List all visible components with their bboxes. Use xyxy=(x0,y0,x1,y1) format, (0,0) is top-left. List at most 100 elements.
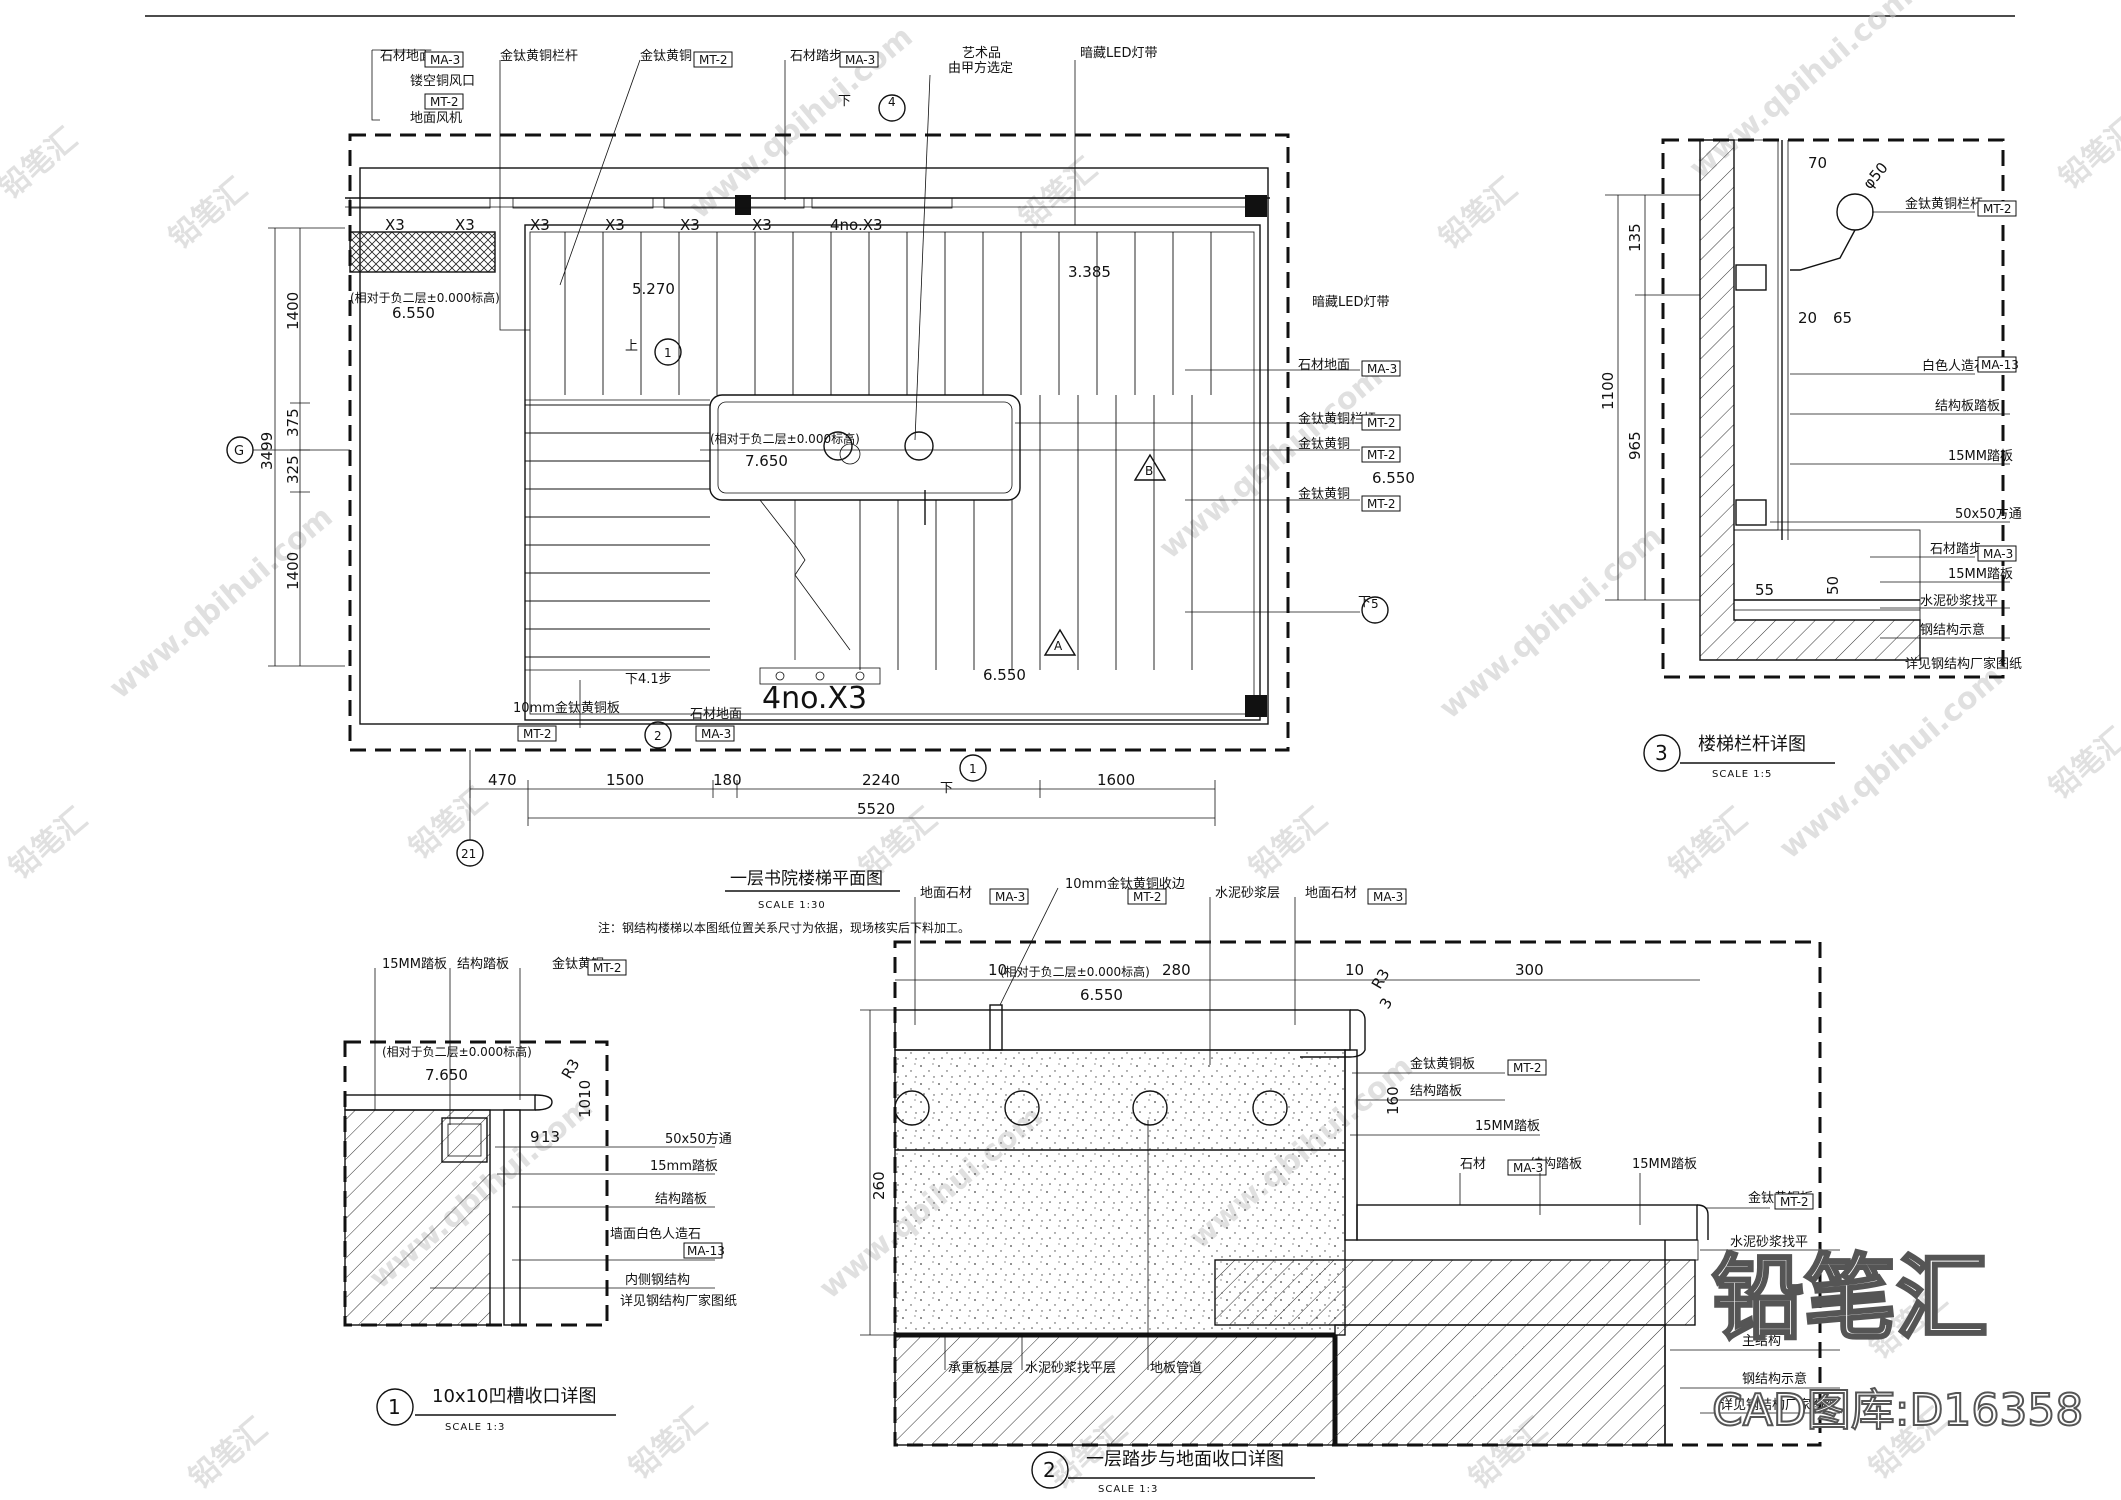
plan-steps xyxy=(525,232,1212,670)
svg-text:铅笔汇: 铅笔汇 xyxy=(183,1411,274,1496)
svg-text:6.550: 6.550 xyxy=(392,304,435,322)
svg-text:结构踏板: 结构踏板 xyxy=(457,957,509,972)
svg-text:铅笔汇: 铅笔汇 xyxy=(1013,151,1104,236)
svg-text:B: B xyxy=(1145,464,1153,478)
svg-text:石材踏步: 石材踏步 xyxy=(790,49,842,64)
svg-text:MA-3: MA-3 xyxy=(845,53,875,67)
svg-text:CAD图库:D16358: CAD图库:D16358 xyxy=(1712,1385,2083,1436)
svg-text:www.qbihui.com: www.qbihui.com xyxy=(1153,359,1390,566)
svg-text:水泥砂浆层: 水泥砂浆层 xyxy=(1215,886,1280,901)
svg-text:MT-2: MT-2 xyxy=(1367,416,1396,430)
svg-text:10: 10 xyxy=(1345,961,1364,979)
svg-text:金钛黄铜: 金钛黄铜 xyxy=(1298,486,1350,502)
svg-text:MT-2: MT-2 xyxy=(699,53,728,67)
svg-text:21: 21 xyxy=(461,847,476,861)
svg-text:石材地面: 石材地面 xyxy=(690,707,742,722)
svg-text:1: 1 xyxy=(969,762,977,776)
svg-text:铅笔汇: 铅笔汇 xyxy=(1433,171,1524,256)
svg-text:7.650: 7.650 xyxy=(745,452,788,470)
svg-text:55: 55 xyxy=(1755,581,1774,599)
svg-text:φ50: φ50 xyxy=(1859,159,1891,193)
svg-text:260: 260 xyxy=(870,1171,888,1200)
svg-text:MA-3: MA-3 xyxy=(430,53,460,67)
detail-1-groove: (相对于负二层±0.000标高) 7.650 R3 1010 9 13 15MM… xyxy=(343,956,737,1433)
svg-text:X3: X3 xyxy=(385,216,405,234)
svg-text:15MM踏板: 15MM踏板 xyxy=(382,957,447,972)
svg-text:www.qbihui.com: www.qbihui.com xyxy=(1433,519,1670,726)
svg-text:地板管道: 地板管道 xyxy=(1150,1361,1202,1376)
svg-text:暗藏LED灯带: 暗藏LED灯带 xyxy=(1080,46,1157,61)
svg-text:1500: 1500 xyxy=(606,771,644,789)
svg-text:280: 280 xyxy=(1162,961,1191,979)
svg-text:1: 1 xyxy=(664,346,672,360)
svg-text:R3: R3 xyxy=(558,1056,584,1082)
svg-text:承重板基层: 承重板基层 xyxy=(948,1360,1013,1376)
svg-text:地面石材: 地面石材 xyxy=(920,886,972,901)
svg-text:详见钢结构厂家图纸: 详见钢结构厂家图纸 xyxy=(1905,656,2022,672)
svg-text:X3: X3 xyxy=(752,216,772,234)
svg-text:G: G xyxy=(234,444,244,459)
svg-text:375: 375 xyxy=(284,408,302,437)
svg-text:MT-2: MT-2 xyxy=(1367,497,1396,511)
svg-text:X3: X3 xyxy=(605,216,625,234)
svg-text:1: 1 xyxy=(388,1395,401,1419)
svg-text:由甲方选定: 由甲方选定 xyxy=(948,60,1013,76)
svg-text:钢结构示意: 钢结构示意 xyxy=(1742,1371,1807,1387)
svg-text:金钛黄铜栏杆: 金钛黄铜栏杆 xyxy=(500,48,578,64)
svg-text:13: 13 xyxy=(541,1128,560,1146)
svg-text:金钛黄铜: 金钛黄铜 xyxy=(1298,436,1350,452)
svg-text:钢结构示意: 钢结构示意 xyxy=(1920,622,1985,638)
svg-text:2: 2 xyxy=(1043,1458,1056,1482)
svg-text:MA-3: MA-3 xyxy=(1983,547,2013,561)
svg-text:金钛黄铜栏杆: 金钛黄铜栏杆 xyxy=(1905,196,1983,212)
svg-text:1400: 1400 xyxy=(284,292,302,330)
svg-text:X3: X3 xyxy=(455,216,475,234)
svg-text:70: 70 xyxy=(1808,154,1827,172)
svg-text:1600: 1600 xyxy=(1097,771,1135,789)
svg-text:20: 20 xyxy=(1798,309,1817,327)
svg-text:6.550: 6.550 xyxy=(1372,469,1415,487)
plan-dimensions: 470 1500 180 2240 1600 5520 1400 375 325… xyxy=(258,227,1216,826)
svg-text:楼梯栏杆详图: 楼梯栏杆详图 xyxy=(1698,734,1806,755)
svg-text:SCALE 1:5: SCALE 1:5 xyxy=(1712,769,1772,780)
svg-text:5.270: 5.270 xyxy=(632,280,675,298)
svg-text:石材地面: 石材地面 xyxy=(1298,358,1350,373)
svg-text:详见钢结构厂家图纸: 详见钢结构厂家图纸 xyxy=(620,1293,737,1309)
svg-text:铅笔汇: 铅笔汇 xyxy=(403,781,494,866)
svg-text:180: 180 xyxy=(713,771,742,789)
svg-text:地面风机: 地面风机 xyxy=(410,111,462,126)
svg-text:2: 2 xyxy=(654,729,662,743)
svg-text:石材踏步: 石材踏步 xyxy=(1930,542,1982,557)
svg-text:5520: 5520 xyxy=(857,800,895,818)
svg-text:地面石材: 地面石材 xyxy=(1305,886,1357,901)
svg-text:10x10凹槽收口详图: 10x10凹槽收口详图 xyxy=(432,1386,596,1407)
svg-text:965: 965 xyxy=(1626,431,1644,460)
svg-text:5: 5 xyxy=(1371,597,1379,611)
stair-well xyxy=(709,394,1021,501)
svg-text:3.385: 3.385 xyxy=(1068,263,1111,281)
svg-text:(相对于负二层±0.000标高): (相对于负二层±0.000标高) xyxy=(710,431,860,446)
svg-text:铅笔汇: 铅笔汇 xyxy=(623,1401,714,1486)
svg-text:135: 135 xyxy=(1626,223,1644,252)
svg-text:(相对于负二层±0.000标高): (相对于负二层±0.000标高) xyxy=(382,1044,532,1059)
svg-text:MT-2: MT-2 xyxy=(593,961,622,975)
detail-3-railing: 135 1100 965 70 φ50 20 65 55 50 金钛黄铜栏杆 白… xyxy=(1599,138,2022,780)
svg-text:6.550: 6.550 xyxy=(1080,986,1123,1004)
svg-text:3: 3 xyxy=(1376,995,1396,1012)
svg-text:1010: 1010 xyxy=(576,1080,594,1118)
svg-text:石材: 石材 xyxy=(1460,1157,1486,1172)
svg-text:水泥砂浆找平: 水泥砂浆找平 xyxy=(1730,1235,1808,1250)
svg-text:铅笔汇: 铅笔汇 xyxy=(163,171,254,256)
svg-text:墙面白色人造石: 墙面白色人造石 xyxy=(610,1226,701,1242)
svg-text:10mm金钛黄铜板: 10mm金钛黄铜板 xyxy=(513,700,620,716)
svg-text:暗藏LED灯带: 暗藏LED灯带 xyxy=(1312,295,1389,310)
svg-text:水泥砂浆找平: 水泥砂浆找平 xyxy=(1920,594,1998,609)
svg-text:50x50方通: 50x50方通 xyxy=(1955,506,2022,522)
plan-annotations: (相对于负二层±0.000标高) 6.550 5.270 3.385 (相对于负… xyxy=(226,46,1415,867)
svg-text:下: 下 xyxy=(838,94,851,109)
svg-text:铅笔汇: 铅笔汇 xyxy=(2043,721,2121,806)
svg-text:MA-13: MA-13 xyxy=(1981,358,2019,372)
svg-text:SCALE 1:30: SCALE 1:30 xyxy=(758,900,826,911)
svg-text:X3: X3 xyxy=(530,216,550,234)
